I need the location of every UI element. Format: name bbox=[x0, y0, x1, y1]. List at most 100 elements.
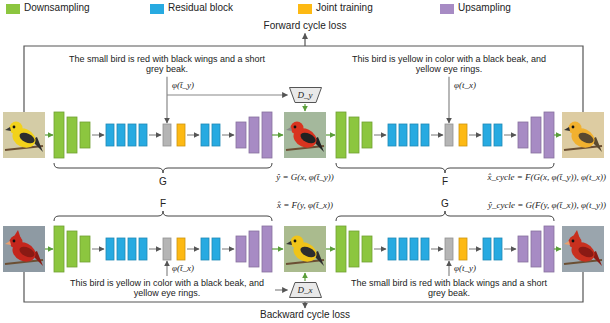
discriminator-arrow bbox=[304, 273, 305, 281]
network-block bbox=[399, 238, 407, 260]
network-block bbox=[518, 236, 528, 262]
loss-arrow bbox=[304, 34, 305, 47]
flow-arrow bbox=[374, 249, 386, 250]
discriminator-label: D_y bbox=[289, 87, 322, 103]
cycle-loop-line bbox=[24, 272, 583, 302]
flow-arrow bbox=[554, 248, 561, 249]
network-block bbox=[362, 236, 372, 262]
network-block bbox=[459, 124, 467, 146]
network-block bbox=[399, 124, 407, 146]
generator-g bbox=[54, 112, 272, 158]
discriminator-label: D_x bbox=[289, 282, 322, 298]
network-block bbox=[349, 117, 359, 153]
text-description: This bird is yellow in color with a blac… bbox=[344, 54, 554, 75]
network-block bbox=[349, 231, 359, 267]
generator-label: F bbox=[442, 176, 448, 188]
text-description: The small bird is red with black wings a… bbox=[62, 54, 272, 75]
discriminator-box: D_y bbox=[289, 87, 322, 103]
network-block bbox=[388, 124, 396, 146]
text-to-discriminator-line bbox=[275, 289, 288, 290]
formula-label: ŷ = G(x, φ(t̄_y)) bbox=[276, 172, 334, 182]
network-block bbox=[80, 122, 90, 148]
network-block bbox=[388, 238, 396, 260]
text-embedding-arrow bbox=[166, 261, 167, 276]
network-block bbox=[128, 238, 136, 260]
network-block bbox=[177, 238, 185, 260]
loss-label: Backward cycle loss bbox=[260, 309, 350, 321]
formula-label: ŷ_cycle = G(F(y, φ(t̄_x)), φ(t_y)) bbox=[488, 200, 606, 210]
generator-f bbox=[54, 226, 272, 272]
flow-arrow bbox=[92, 249, 104, 250]
network-block bbox=[201, 124, 209, 146]
network-block bbox=[236, 122, 246, 148]
network-block bbox=[262, 112, 272, 158]
embedding-label: φ(t̄_x) bbox=[172, 263, 194, 273]
generator-label: F bbox=[160, 198, 166, 210]
network-block bbox=[336, 112, 346, 158]
network-block bbox=[212, 238, 220, 260]
network-block bbox=[483, 238, 491, 260]
generator-g bbox=[336, 226, 554, 272]
network-block bbox=[128, 124, 136, 146]
network-block bbox=[544, 226, 554, 272]
cycle-loop-line bbox=[24, 46, 583, 112]
legend-label: Residual block bbox=[168, 2, 233, 14]
network-block bbox=[483, 124, 491, 146]
network-block bbox=[544, 112, 554, 158]
network-block bbox=[445, 238, 453, 260]
network-block bbox=[410, 238, 418, 260]
network-block bbox=[117, 238, 125, 260]
bird-photo bbox=[3, 112, 45, 158]
bird-photo bbox=[562, 226, 604, 272]
network-block bbox=[236, 236, 246, 262]
network-block bbox=[139, 124, 147, 146]
legend-swatch bbox=[440, 4, 454, 14]
loss-arrow bbox=[304, 302, 305, 308]
network-block bbox=[54, 226, 64, 272]
flow-arrow bbox=[431, 135, 443, 136]
text-embedding-arrow bbox=[166, 77, 167, 123]
network-block bbox=[445, 124, 453, 146]
flow-arrow bbox=[187, 249, 199, 250]
flow-arrow bbox=[504, 135, 516, 136]
network-block bbox=[163, 238, 171, 260]
network-block bbox=[362, 122, 372, 148]
legend-swatch bbox=[6, 4, 20, 14]
generator-label: G bbox=[441, 198, 449, 210]
network-block bbox=[117, 124, 125, 146]
flow-arrow bbox=[326, 248, 335, 249]
text-embedding-arrow bbox=[448, 77, 449, 123]
flow-arrow bbox=[92, 135, 104, 136]
legend-label: Upsampling bbox=[458, 2, 511, 14]
generator-f bbox=[336, 112, 554, 158]
formula-label: x̂ = F(y, φ(t̄_x)) bbox=[277, 200, 333, 210]
network-block bbox=[518, 122, 528, 148]
network-block bbox=[201, 238, 209, 260]
network-block bbox=[262, 226, 272, 272]
network-block bbox=[421, 238, 429, 260]
bird-photo bbox=[284, 112, 326, 158]
network-block bbox=[494, 124, 502, 146]
flow-arrow bbox=[469, 135, 481, 136]
loss-label: Forward cycle loss bbox=[264, 20, 347, 32]
flow-arrow bbox=[326, 134, 335, 135]
flow-arrow bbox=[431, 249, 443, 250]
network-block bbox=[421, 124, 429, 146]
network-block bbox=[531, 117, 541, 153]
embedding-label: φ(t_y) bbox=[454, 263, 476, 273]
flow-arrow bbox=[222, 249, 234, 250]
network-block bbox=[531, 231, 541, 267]
network-block bbox=[106, 124, 114, 146]
discriminator-box: D_x bbox=[289, 282, 322, 298]
bird-photo bbox=[562, 112, 604, 158]
text-to-discriminator-line bbox=[167, 94, 288, 95]
text-description: The small bird is red with black wings a… bbox=[344, 278, 554, 299]
flow-arrow bbox=[149, 249, 161, 250]
flow-arrow bbox=[222, 135, 234, 136]
flow-arrow bbox=[554, 134, 561, 135]
embedding-label: φ(t̄_y) bbox=[172, 80, 194, 90]
bird-photo bbox=[3, 226, 45, 272]
flow-arrow bbox=[45, 248, 53, 249]
network-block bbox=[212, 124, 220, 146]
